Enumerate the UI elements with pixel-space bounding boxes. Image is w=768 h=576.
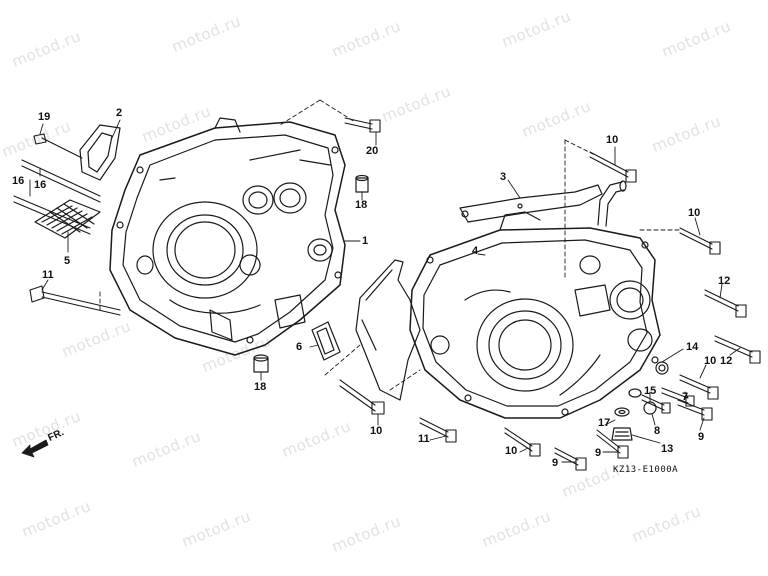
callout-11: 11 [42,269,54,281]
callout-10: 10 [505,445,518,457]
callout-19: 19 [38,111,51,123]
callout-12: 12 [720,355,733,367]
callout-9: 9 [552,457,559,469]
callout-10: 10 [688,207,701,219]
breather-pipe [597,180,627,227]
callout-8: 8 [654,425,661,437]
callout-18: 18 [355,199,368,211]
leader-lines [29,99,741,463]
callout-11: 11 [418,433,430,445]
left-crankcase [109,117,346,356]
callout-16: 16 [34,179,47,191]
callout-6: 6 [296,341,303,353]
callout-16: 16 [12,175,25,187]
callout-13: 13 [661,443,674,455]
right-crankcase [409,211,661,419]
callout-9: 9 [698,431,705,443]
callout-10: 10 [370,425,383,437]
callout-7: 7 [682,391,689,403]
crankcase-gasket [355,259,421,401]
callout-5: 5 [64,255,71,267]
front-direction-arrow-icon [21,439,49,458]
callout-18: 18 [254,381,267,393]
callout-4: 4 [472,245,479,257]
callout-12: 12 [718,275,731,287]
callout-1: 1 [362,235,369,247]
drawing-code: KZ13-E1000A [613,465,679,475]
bracket-plate [459,184,603,223]
callout-10: 10 [606,134,619,146]
callout-17: 17 [598,417,611,429]
seal-ring [311,321,341,361]
callout-2: 2 [116,107,123,119]
callout-15: 15 [644,385,657,397]
callout-9: 9 [595,447,602,459]
callout-14: 14 [686,341,699,353]
callout-3: 3 [500,171,507,183]
callout-20: 20 [366,145,379,157]
callout-10: 10 [704,355,717,367]
cover-plate [79,124,121,181]
bolts [13,117,761,471]
dowel-pins [253,174,369,373]
